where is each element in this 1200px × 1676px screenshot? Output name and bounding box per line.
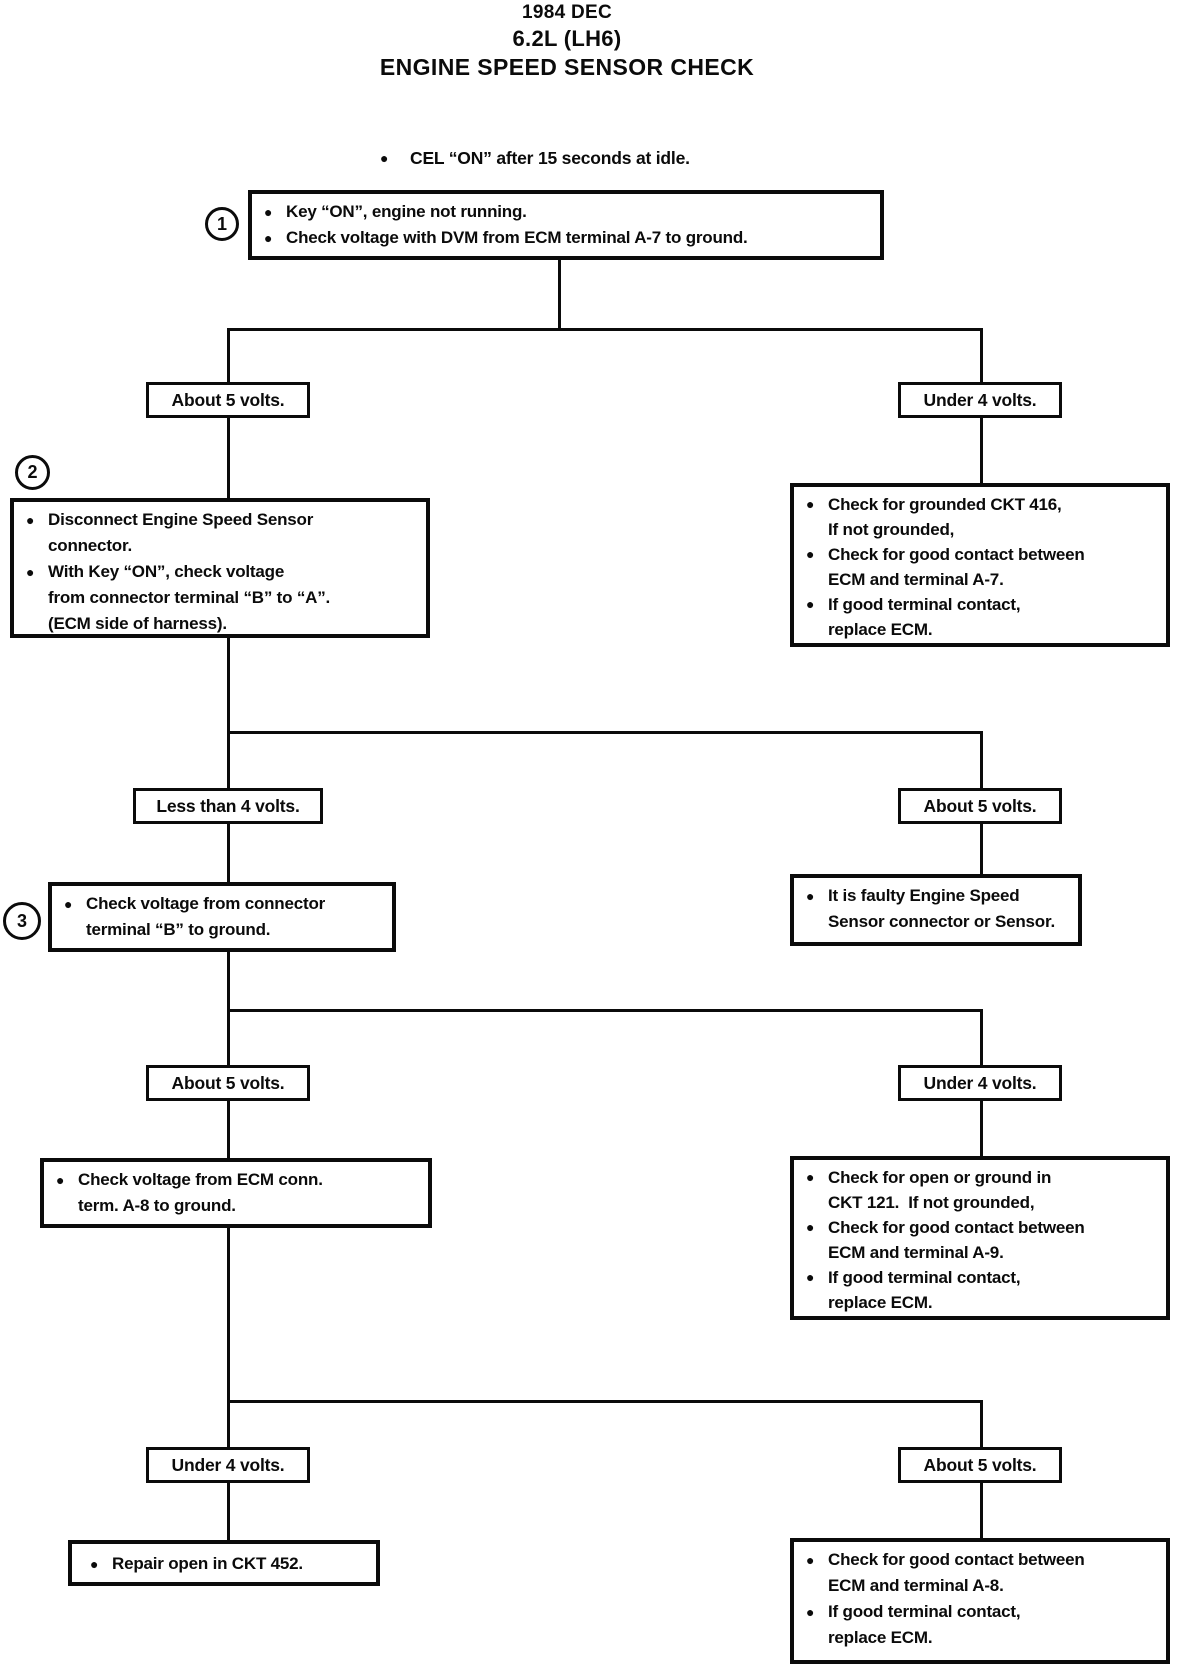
box-text: Check for grounded CKT 416, xyxy=(828,495,1062,514)
page-title-engine: 6.2L (LH6) xyxy=(512,25,622,51)
box-text: It is faulty Engine Speed xyxy=(828,886,1020,905)
box-check-grounded-ckt416: ● Check for grounded CKT 416, If not gro… xyxy=(790,483,1170,647)
box-text: CKT 121. If not grounded, xyxy=(828,1193,1035,1212)
box-text: Repair open in CKT 452. xyxy=(112,1554,303,1573)
step-1-badge: 1 xyxy=(205,207,239,241)
connector-line xyxy=(980,731,983,788)
connector-line xyxy=(227,328,983,331)
connector-line xyxy=(227,1400,983,1403)
label-about-5-volts-1: About 5 volts. xyxy=(146,382,310,418)
bullet-icon: ● xyxy=(806,1169,815,1185)
box-text: Disconnect Engine Speed Sensor xyxy=(48,510,314,529)
box-text: replace ECM. xyxy=(828,1628,933,1647)
connector-line xyxy=(227,418,230,500)
label-less-than-4-volts: Less than 4 volts. xyxy=(133,788,323,824)
bullet-icon: ● xyxy=(806,888,815,904)
connector-line xyxy=(980,328,983,384)
box-text: terminal “B” to ground. xyxy=(86,920,271,939)
bullet-icon: ● xyxy=(64,896,73,912)
box-text: Check for open or ground in xyxy=(828,1168,1052,1187)
label-about-5-volts-4: About 5 volts. xyxy=(898,1447,1062,1483)
bullet-icon: ● xyxy=(264,230,273,246)
box-disconnect-sensor: ● Disconnect Engine Speed Sensor connect… xyxy=(10,498,430,638)
page-title-year: 1984 DEC xyxy=(521,2,613,23)
bullet-icon: ● xyxy=(56,1172,65,1188)
label-under-4-volts-1: Under 4 volts. xyxy=(898,382,1062,418)
box-text: Check voltage with DVM from ECM terminal… xyxy=(286,228,748,247)
bullet-icon: ● xyxy=(806,1552,815,1568)
box-check-ckt121: ● Check for open or ground in CKT 121. I… xyxy=(790,1156,1170,1320)
box-text: ECM and terminal A-7. xyxy=(828,570,1004,589)
page-title-heading: ENGINE SPEED SENSOR CHECK xyxy=(379,54,755,81)
box-text: Check voltage from ECM conn. xyxy=(78,1170,323,1189)
box-check-ecm-a8: ● Check voltage from ECM conn. term. A-8… xyxy=(40,1158,432,1228)
connector-line xyxy=(227,328,230,384)
box-contact-ecm-a8: ● Check for good contact between ECM and… xyxy=(790,1538,1170,1664)
box-text: Check voltage from connector xyxy=(86,894,326,913)
bullet-icon: ● xyxy=(806,596,815,612)
box-text: replace ECM. xyxy=(828,1293,933,1312)
connector-line xyxy=(980,418,983,485)
box-text: Key “ON”, engine not running. xyxy=(286,202,527,221)
box-text: ECM and terminal A-8. xyxy=(828,1576,1004,1595)
bullet-icon: ● xyxy=(806,1604,815,1620)
bullet-icon: ● xyxy=(806,1219,815,1235)
connector-line xyxy=(227,1228,230,1447)
box-text: (ECM side of harness). xyxy=(48,614,227,633)
connector-line xyxy=(980,1483,983,1538)
connector-line xyxy=(980,824,983,876)
box-text: Check for good contact between xyxy=(828,545,1085,564)
box-text: With Key “ON”, check voltage xyxy=(48,562,285,581)
box-text: from connector terminal “B” to “A”. xyxy=(48,588,331,607)
label-about-5-volts-3: About 5 volts. xyxy=(146,1065,310,1101)
bullet-icon: ● xyxy=(90,1556,99,1572)
box-text: Check for good contact between xyxy=(828,1550,1085,1569)
step-2-badge: 2 xyxy=(15,455,50,490)
box-text: If good terminal contact, xyxy=(828,595,1021,614)
connector-line xyxy=(227,824,230,884)
bullet-icon: ● xyxy=(806,1269,815,1285)
box-check-voltage-b-ground: ● Check voltage from connector terminal … xyxy=(48,882,396,952)
bullet-icon: ● xyxy=(806,496,815,512)
connector-line xyxy=(227,1483,230,1540)
box-faulty-sensor: ● It is faulty Engine Speed Sensor conne… xyxy=(790,874,1082,946)
connector-line xyxy=(980,1400,983,1447)
box-key-on-check: ● Key “ON”, engine not running. ● Check … xyxy=(248,190,884,260)
connector-line xyxy=(558,260,561,330)
label-under-4-volts-2: Under 4 volts. xyxy=(898,1065,1062,1101)
box-text: ECM and terminal A-9. xyxy=(828,1243,1004,1262)
label-under-4-volts-3: Under 4 volts. xyxy=(146,1447,310,1483)
bullet-icon: ● xyxy=(380,150,389,166)
box-text: term. A-8 to ground. xyxy=(78,1196,236,1215)
box-text: connector. xyxy=(48,536,132,555)
intro-bullet-text: CEL “ON” after 15 seconds at idle. xyxy=(410,148,690,168)
connector-line xyxy=(227,731,983,734)
box-text: Sensor connector or Sensor. xyxy=(828,912,1055,931)
bullet-icon: ● xyxy=(26,564,35,580)
bullet-icon: ● xyxy=(26,512,35,528)
label-about-5-volts-2: About 5 volts. xyxy=(898,788,1062,824)
step-3-badge: 3 xyxy=(3,902,41,940)
connector-line xyxy=(227,636,230,788)
box-text: replace ECM. xyxy=(828,620,933,639)
intro-bullet: ● CEL “ON” after 15 seconds at idle. xyxy=(380,146,690,170)
connector-line xyxy=(227,1009,983,1012)
box-repair-ckt452: ● Repair open in CKT 452. xyxy=(68,1540,380,1586)
box-text: If good terminal contact, xyxy=(828,1602,1021,1621)
connector-line xyxy=(227,1101,230,1158)
box-text: If good terminal contact, xyxy=(828,1268,1021,1287)
connector-line xyxy=(980,1101,983,1158)
bullet-icon: ● xyxy=(264,204,273,220)
box-text: Check for good contact between xyxy=(828,1218,1085,1237)
connector-line xyxy=(227,952,230,1065)
connector-line xyxy=(980,1009,983,1065)
box-text: If not grounded, xyxy=(828,520,955,539)
page-title: 1984 DEC 6.2L (LH6) ENGINE SPEED SENSOR … xyxy=(0,2,1134,81)
bullet-icon: ● xyxy=(806,546,815,562)
